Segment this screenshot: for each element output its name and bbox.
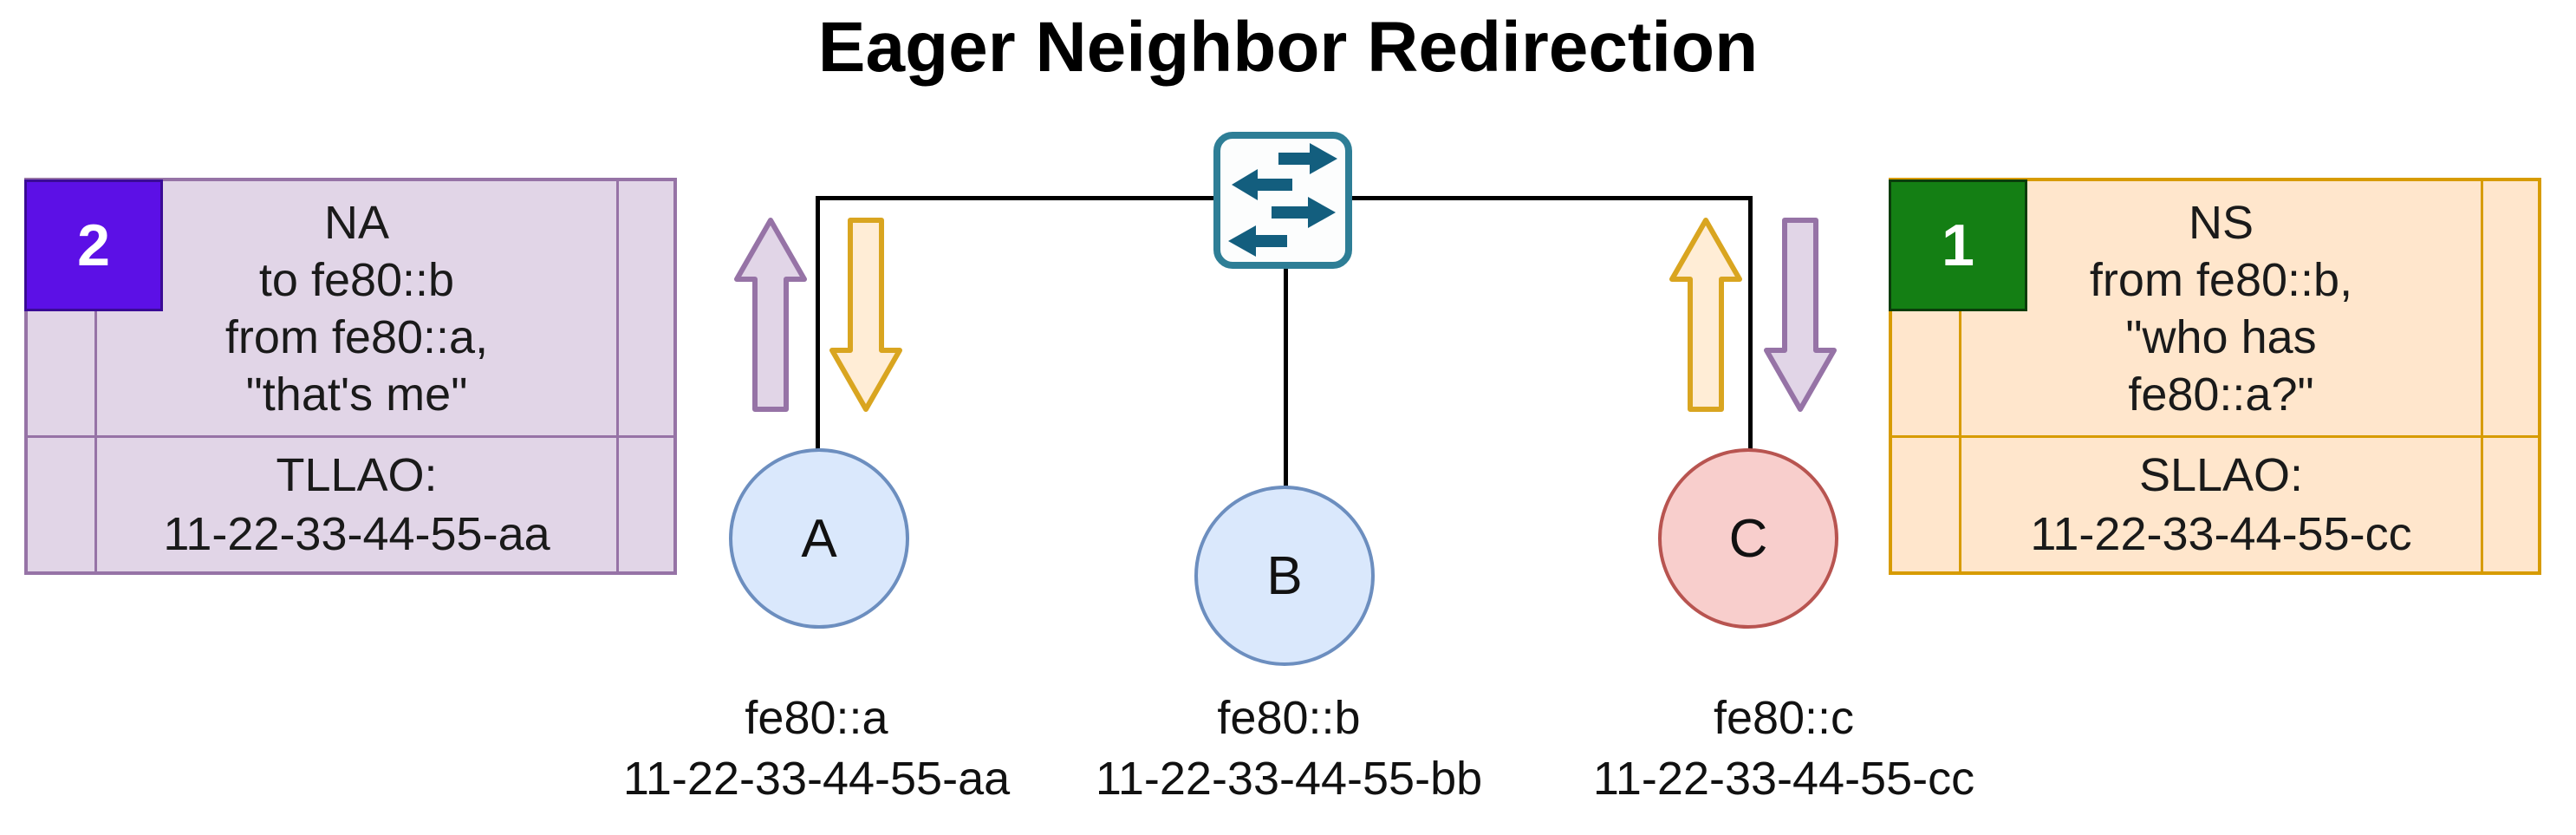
page-title: Eager Neighbor Redirection bbox=[817, 8, 1759, 87]
note-line: 11-22-33-44-55-cc bbox=[2030, 508, 2412, 560]
node-c: C bbox=[1658, 448, 1838, 629]
node-a-mac: 11-22-33-44-55-aa bbox=[622, 753, 1011, 805]
step-2-badge: 2 bbox=[24, 179, 163, 311]
node-b-ip: fe80::b bbox=[1217, 692, 1361, 744]
na-down-arrow-purple-icon bbox=[1763, 217, 1838, 413]
step-1-badge: 1 bbox=[1889, 179, 2027, 311]
na-tllao-section: TLLAO: 11-22-33-44-55-aa bbox=[97, 438, 616, 571]
note-left-divider bbox=[28, 435, 673, 438]
node-b-label: B bbox=[1266, 545, 1303, 606]
na-up-arrow-purple-icon bbox=[733, 217, 808, 413]
na-message-note: NA to fe80::b from fe80::a, "that's me" … bbox=[24, 178, 677, 575]
note-line: NS bbox=[2188, 196, 2254, 249]
ns-down-arrow-orange-icon bbox=[829, 217, 903, 413]
note-left-inner-line-right bbox=[616, 181, 619, 571]
note-line: 11-22-33-44-55-aa bbox=[163, 508, 550, 560]
note-right-inner-line-left bbox=[1959, 181, 1961, 571]
note-line: TLLAO: bbox=[276, 449, 438, 501]
ns-up-arrow-orange-icon bbox=[1669, 217, 1743, 413]
wire-drop-to-c bbox=[1748, 196, 1753, 453]
node-b: B bbox=[1194, 486, 1375, 666]
node-c-caption: fe80::c 11-22-33-44-55-cc bbox=[1506, 688, 2061, 809]
note-line: from fe80::a, bbox=[224, 310, 489, 363]
note-left-inner-line-left bbox=[94, 181, 97, 571]
note-line: NA bbox=[323, 196, 389, 249]
na-message-body: NA to fe80::b from fe80::a, "that's me" bbox=[97, 181, 616, 435]
node-a-caption: fe80::a 11-22-33-44-55-aa bbox=[539, 688, 1094, 809]
node-c-label: C bbox=[1728, 508, 1768, 569]
node-c-mac: 11-22-33-44-55-cc bbox=[1592, 753, 1975, 805]
node-b-caption: fe80::b 11-22-33-44-55-bb bbox=[1012, 688, 1566, 809]
wire-switch-to-c bbox=[1350, 196, 1753, 200]
note-line: "who has bbox=[2125, 310, 2317, 363]
node-a-ip: fe80::a bbox=[745, 692, 888, 744]
wire-drop-to-a bbox=[816, 196, 820, 453]
wire-switch-to-a bbox=[817, 196, 1218, 200]
note-line: SLLAO: bbox=[2138, 449, 2304, 501]
note-line: "that's me" bbox=[245, 368, 468, 421]
note-line: from fe80::b, bbox=[2089, 253, 2353, 306]
node-b-mac: 11-22-33-44-55-bb bbox=[1095, 753, 1483, 805]
node-a-label: A bbox=[801, 508, 837, 569]
note-right-divider bbox=[1892, 435, 2538, 438]
wire-drop-to-b bbox=[1284, 264, 1288, 490]
ns-sllao-section: SLLAO: 11-22-33-44-55-cc bbox=[1961, 438, 2481, 571]
node-a: A bbox=[729, 448, 909, 629]
note-line: fe80::a?" bbox=[2128, 368, 2314, 421]
ns-message-note: NS from fe80::b, "who has fe80::a?" SLLA… bbox=[1889, 178, 2541, 575]
node-c-ip: fe80::c bbox=[1713, 692, 1855, 744]
network-switch-icon bbox=[1213, 131, 1353, 270]
note-right-inner-line-right bbox=[2481, 181, 2483, 571]
note-line: to fe80::b bbox=[258, 253, 455, 306]
ns-message-body: NS from fe80::b, "who has fe80::a?" bbox=[1961, 181, 2481, 435]
